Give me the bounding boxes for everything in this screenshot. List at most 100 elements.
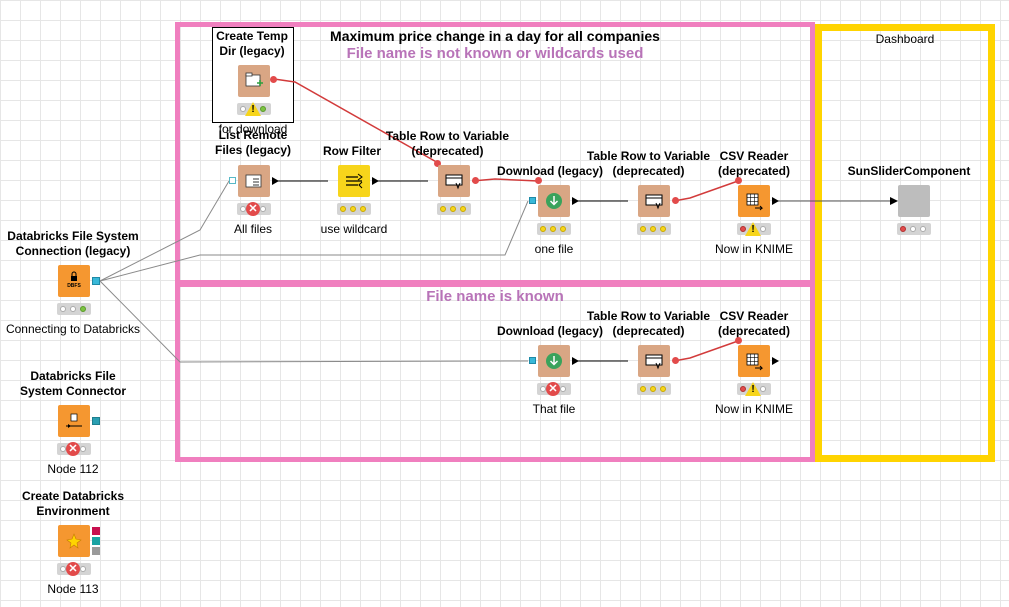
warning-icon bbox=[745, 382, 761, 396]
variable-in-port[interactable] bbox=[434, 160, 441, 167]
table-to-variable-icon bbox=[445, 174, 463, 190]
node-title-csv-reader-2: CSV Reader (deprecated) bbox=[717, 309, 791, 338]
spark-star-icon bbox=[66, 533, 82, 549]
warning-icon bbox=[245, 102, 261, 116]
folder-list-icon bbox=[245, 174, 262, 188]
node-status bbox=[637, 223, 671, 235]
error-icon: ✕ bbox=[66, 562, 80, 576]
annotation-main-title: Maximum price change in a day for all co… bbox=[330, 28, 660, 44]
variable-connection bbox=[273, 78, 441, 165]
node-dbfs-connector[interactable] bbox=[58, 405, 90, 437]
node-sun-slider-component[interactable] bbox=[898, 185, 930, 217]
annotation-unknown-subtitle: File name is not known or wildcards used bbox=[346, 45, 644, 62]
node-title-dbfs-connector: Databricks File System Connector bbox=[19, 369, 127, 398]
node-title-list-remote-files: List Remote Files (legacy) bbox=[214, 128, 292, 157]
node-dbfs-connection[interactable]: DBFS bbox=[58, 265, 90, 297]
fs-connection bbox=[99, 180, 230, 282]
data-out-port[interactable] bbox=[272, 177, 279, 185]
folder-plus-icon bbox=[245, 72, 263, 87]
node-label-dbfs-connection: Connecting to Databricks bbox=[5, 322, 141, 336]
node-title-dbfs-connection: Databricks File System Connection (legac… bbox=[7, 229, 139, 258]
node-status bbox=[637, 383, 671, 395]
variable-in-port[interactable] bbox=[535, 177, 542, 184]
node-label-csv-reader-2: Now in KNIME bbox=[714, 402, 794, 416]
node-status bbox=[57, 303, 91, 315]
fs-in-port[interactable] bbox=[529, 357, 536, 364]
variable-connection bbox=[673, 180, 739, 202]
lock-icon bbox=[71, 271, 77, 281]
spark-out-port[interactable] bbox=[92, 547, 100, 555]
variable-connection bbox=[471, 178, 539, 182]
annotation-dashboard-title: Dashboard bbox=[875, 32, 935, 46]
node-title-create-databricks-env: Create Databricks Environment bbox=[21, 489, 125, 518]
fs-in-port[interactable] bbox=[229, 177, 236, 184]
node-create-temp-dir[interactable] bbox=[238, 65, 270, 97]
fs-in-port[interactable] bbox=[529, 197, 536, 204]
node-table-row-to-variable-3[interactable] bbox=[638, 345, 670, 377]
variable-in-port[interactable] bbox=[735, 177, 742, 184]
fs-out-port[interactable] bbox=[92, 537, 100, 545]
node-download-1[interactable] bbox=[538, 185, 570, 217]
error-icon: ✕ bbox=[246, 202, 260, 216]
variable-out-port[interactable] bbox=[672, 357, 679, 364]
node-title-download-1: Download (legacy) bbox=[496, 164, 603, 178]
node-title-csv-reader-1: CSV Reader (deprecated) bbox=[717, 149, 791, 178]
connector-icon bbox=[66, 413, 82, 428]
variable-out-port[interactable] bbox=[672, 197, 679, 204]
node-title-row-filter: Row Filter bbox=[322, 144, 381, 158]
node-title-table-row-to-variable-2: Table Row to Variable (deprecated) bbox=[586, 149, 711, 178]
node-label-dbfs-connector: Node 112 bbox=[47, 462, 99, 476]
warning-icon bbox=[745, 222, 761, 236]
node-table-row-to-variable-2[interactable] bbox=[638, 185, 670, 217]
error-icon: ✕ bbox=[546, 382, 560, 396]
dbfs-icon-label: DBFS bbox=[67, 283, 81, 289]
node-table-row-to-variable-1[interactable] bbox=[438, 165, 470, 197]
variable-in-port[interactable] bbox=[735, 337, 742, 344]
node-label-download-1: one file bbox=[534, 242, 574, 256]
csv-table-icon bbox=[746, 193, 764, 211]
filter-arrows-icon bbox=[346, 173, 363, 189]
fs-out-port[interactable] bbox=[92, 417, 100, 425]
node-title-create-temp-dir: Create Temp Dir (legacy) bbox=[216, 29, 288, 58]
download-icon bbox=[546, 193, 562, 209]
node-label-row-filter: use wildcard bbox=[320, 222, 388, 236]
node-csv-reader-2[interactable] bbox=[738, 345, 770, 377]
annotation-known-file bbox=[175, 282, 815, 462]
node-csv-reader-1[interactable] bbox=[738, 185, 770, 217]
download-icon bbox=[546, 353, 562, 369]
node-title-sun-slider: SunSliderComponent bbox=[847, 164, 971, 178]
error-icon: ✕ bbox=[66, 442, 80, 456]
csv-table-icon bbox=[746, 353, 764, 371]
node-download-2[interactable] bbox=[538, 345, 570, 377]
node-status bbox=[897, 223, 931, 235]
node-label-create-temp-dir: for download bbox=[218, 122, 288, 136]
data-out-port[interactable] bbox=[772, 357, 779, 365]
data-out-port[interactable] bbox=[772, 197, 779, 205]
node-label-csv-reader-1: Now in KNIME bbox=[714, 242, 794, 256]
node-title-table-row-to-variable-1: Table Row to Variable (deprecated) bbox=[385, 129, 510, 158]
annotation-known-subtitle: File name is known bbox=[426, 288, 564, 305]
data-out-port[interactable] bbox=[572, 197, 579, 205]
node-status bbox=[337, 203, 371, 215]
table-to-variable-icon bbox=[645, 354, 663, 370]
db-out-port[interactable] bbox=[92, 527, 100, 535]
variable-out-port[interactable] bbox=[270, 76, 277, 83]
fs-out-port[interactable] bbox=[92, 277, 100, 285]
node-create-databricks-env[interactable] bbox=[58, 525, 90, 557]
fs-connection bbox=[99, 200, 529, 282]
node-label-download-2: That file bbox=[532, 402, 576, 416]
node-title-download-2: Download (legacy) bbox=[496, 324, 603, 338]
node-status bbox=[537, 223, 571, 235]
node-row-filter[interactable] bbox=[338, 165, 370, 197]
data-out-port[interactable] bbox=[372, 177, 379, 185]
variable-out-port[interactable] bbox=[472, 177, 479, 184]
variable-connection bbox=[673, 340, 739, 362]
node-label-create-databricks-env: Node 113 bbox=[47, 582, 99, 596]
node-label-list-remote-files: All files bbox=[233, 222, 272, 236]
fs-connection bbox=[99, 280, 529, 363]
data-out-port[interactable] bbox=[572, 357, 579, 365]
node-status bbox=[437, 203, 471, 215]
node-list-remote-files[interactable] bbox=[238, 165, 270, 197]
node-title-table-row-to-variable-3: Table Row to Variable (deprecated) bbox=[586, 309, 711, 338]
